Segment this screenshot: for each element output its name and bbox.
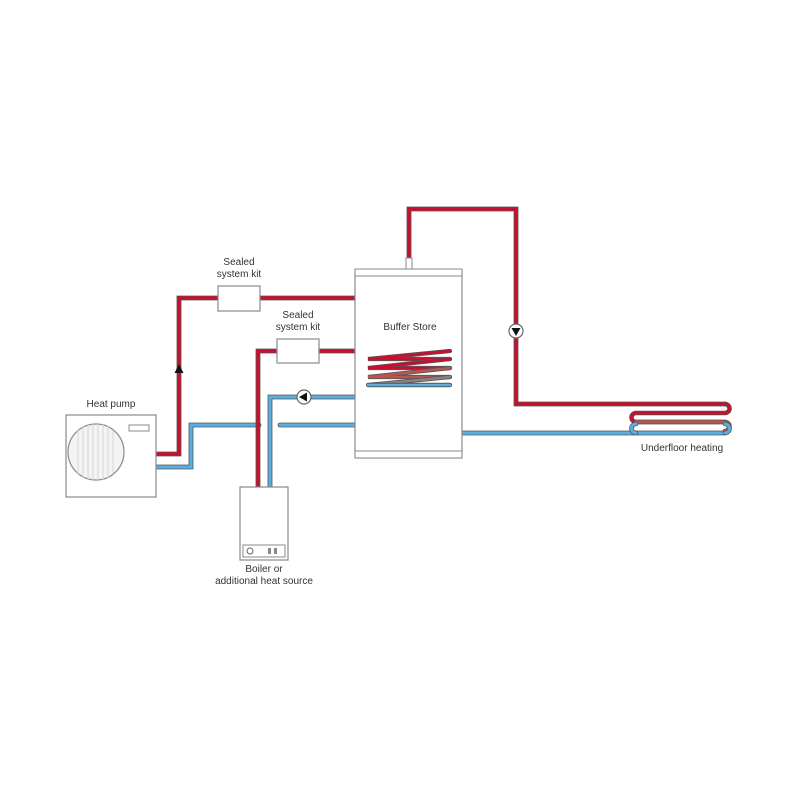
underfloor-flow-pipe-to-loop-outline (513, 335, 728, 407)
heat-pump-return-pipe-outline (153, 422, 262, 470)
boiler: Boiler or additional heat source (215, 486, 313, 587)
underfloor-loop-1 (630, 402, 731, 424)
coil-turn (367, 357, 452, 370)
boiler-label-line1: Boiler or (245, 564, 283, 575)
buffer-store-top-connector (405, 257, 413, 270)
sealed-system-kit-2-label-line1: Sealed (282, 310, 313, 321)
heat-pump-label: Heat pump (87, 399, 136, 410)
boiler-dial-icon (246, 547, 254, 555)
pump-underfloor-flow (508, 323, 524, 339)
heat-pump-return-pipe (154, 423, 261, 469)
boiler-label-line2: additional heat source (215, 576, 313, 587)
sealed-system-kit-1-box (217, 285, 261, 312)
sealed-system-kit-1: Sealed system kit (217, 257, 262, 312)
buffer-store: Buffer Store (354, 268, 463, 459)
flow-arrow-up-icon (174, 364, 184, 373)
pump-arrow-left-icon (299, 392, 307, 402)
sealed-system-kit-1-label-line2: system kit (217, 269, 262, 280)
boiler-return-pipe (268, 395, 299, 489)
boiler-return-pipe-outline (267, 394, 300, 490)
sealed-system-kit-2-label-line2: system kit (276, 322, 321, 333)
pipes (153, 206, 728, 490)
underfloor-heating (629, 401, 732, 436)
heat-pump-display-icon (128, 424, 150, 432)
boiler-switch-icon (274, 548, 277, 554)
underfloor-heating-label: Underfloor heating (641, 443, 723, 454)
buffer-store-label: Buffer Store (383, 322, 437, 333)
coil-turn (367, 366, 452, 379)
fan-grille-icon (77, 424, 114, 480)
sealed-system-kit-1-label-line1: Sealed (223, 257, 254, 268)
boiler-flow-pipe (256, 349, 279, 489)
heat-pump-flow-pipe-outline (153, 295, 221, 457)
underfloor-loop-3 (723, 422, 731, 435)
underfloor-flow-pipe (407, 207, 518, 326)
heat-pump-flow-pipe (154, 296, 220, 456)
buffer-store-top-cap (354, 268, 463, 277)
buffer-store-bottom-cap (354, 450, 463, 459)
underfloor-flow-pipe-to-loop (514, 336, 727, 406)
underfloor-loop-4 (630, 422, 638, 435)
buffer-store-coil (365, 348, 453, 388)
boiler-switch-icon (268, 548, 271, 554)
pump-boiler-return (296, 389, 312, 405)
boiler-flow-pipe-outline (255, 348, 280, 490)
heat-pump: Heat pump (65, 399, 157, 498)
fan-icon (67, 423, 125, 481)
sealed-system-kit-2: Sealed system kit (276, 310, 321, 364)
sealed-system-kit-2-box (276, 338, 320, 364)
boiler-control-panel (242, 544, 286, 558)
pump-arrow-down-icon (511, 328, 521, 336)
coil-turn (367, 349, 452, 361)
